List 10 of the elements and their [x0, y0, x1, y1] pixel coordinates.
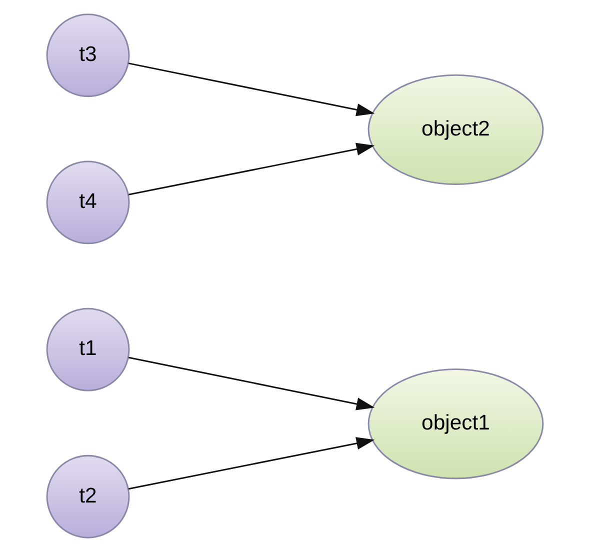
arrow — [128, 62, 374, 116]
node-circle: t2 — [46, 454, 130, 538]
node-circle: t1 — [46, 308, 130, 392]
node-ellipse: object2 — [367, 74, 544, 186]
node-circle: t4 — [46, 160, 130, 244]
node-circle: t3 — [46, 14, 130, 98]
arrow — [128, 142, 374, 196]
arrow — [128, 356, 374, 410]
arrow — [128, 437, 374, 490]
node-ellipse: object1 — [367, 368, 544, 480]
